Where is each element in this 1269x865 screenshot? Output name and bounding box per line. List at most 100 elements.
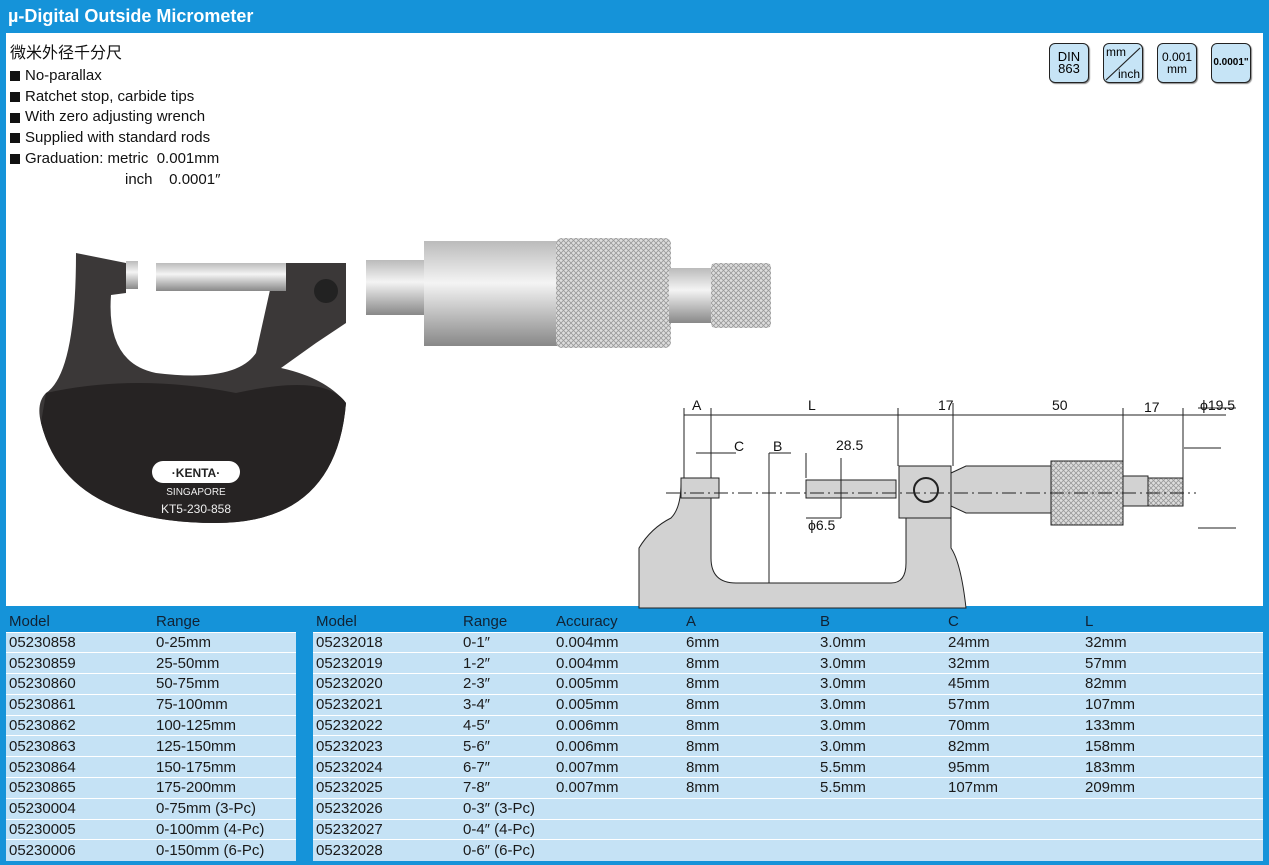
table-cell: 3.0mm [817,673,945,695]
table-cell: 0.005mm [553,673,683,695]
table-cell: 05232022 [313,714,460,736]
feature-text: Ratchet stop, carbide tips [25,87,195,105]
table-cell: 0-25mm [153,631,296,653]
table-cell: 107mm [945,777,1082,799]
table-cell: 3.0mm [817,735,945,757]
feature-list: No-parallax Ratchet stop, carbide tips W… [10,66,220,190]
table-cell: 82mm [1082,673,1263,695]
table-cell: 0.006mm [553,735,683,757]
table-cell: 8mm [683,714,817,736]
table-cell: 0-150mm (6-Pc) [153,839,296,861]
chinese-title: 微米外径千分尺 [10,45,123,62]
table-cell: 175-200mm [153,777,296,799]
table-cell [817,818,945,840]
table-cell: 158mm [1082,735,1263,757]
table-cell [945,797,1082,820]
table-cell: 2-3″ [460,673,553,695]
table-cell: 05232024 [313,756,460,778]
table-cell [553,797,683,820]
feature-item: With zero adjusting wrench [10,107,220,128]
table-cell: 0.004mm [553,652,683,674]
table-cell: 0.007mm [553,756,683,778]
table-cell [683,839,817,861]
table-cell [817,839,945,861]
dim-c: C [734,438,744,454]
table-cell: 6-7″ [460,756,553,778]
bullet-icon [10,154,20,165]
bullet-icon [10,71,20,82]
table-cell: 05230004 [6,797,153,820]
table-cell: 05232027 [313,818,460,840]
svg-text:KT5-230-858: KT5-230-858 [161,502,231,516]
feature-item: Supplied with standard rods [10,128,220,149]
bullet-icon [10,92,20,103]
dim-17a: 17 [938,397,954,413]
table-cell: 05230858 [6,631,153,653]
table-cell: 82mm [945,735,1082,757]
table-cell: 57mm [1082,652,1263,674]
dim-28-5: 28.5 [836,437,863,453]
table-cell: 25-50mm [153,652,296,674]
table-cell: 0.007mm [553,777,683,799]
feature-item: Graduation: metric 0.001mm [10,149,220,170]
table-cell: 32mm [1082,631,1263,653]
table-cell: 0-100mm (4-Pc) [153,818,296,840]
table-cell: 50-75mm [153,673,296,695]
table-cell: 4-5″ [460,714,553,736]
table-cell [945,839,1082,861]
table-cell: 05230863 [6,735,153,757]
table-cell: 0-75mm (3-Pc) [153,797,296,820]
table-cell: 0.006mm [553,714,683,736]
table-cell: 05232019 [313,652,460,674]
table-cell: 133mm [1082,714,1263,736]
table-cell: 57mm [945,693,1082,716]
table-cell: 183mm [1082,756,1263,778]
table-cell: 05230864 [6,756,153,778]
graduation-inch: inch 0.0001″ [125,170,221,188]
table-cell: 05230865 [6,777,153,799]
table-cell: 05230861 [6,693,153,716]
table-cell: 05230862 [6,714,153,736]
kenta-logo [152,461,240,483]
table-cell: 5.5mm [817,777,945,799]
table-cell [683,818,817,840]
table-cell: 05232023 [313,735,460,757]
table-cell: 3.0mm [817,693,945,716]
table-cell: 0-4″ (4-Pc) [460,818,553,840]
micrometer-photo: ·KENTA· SINGAPORE KT5-230-858 [39,238,771,523]
bullet-icon [10,112,20,123]
table-cell: 150-175mm [153,756,296,778]
table-cell: 8mm [683,673,817,695]
table-cell: 05232021 [313,693,460,716]
table-cell: 70mm [945,714,1082,736]
table-cell: 5-6″ [460,735,553,757]
table-cell: 0-3″ (3-Pc) [460,797,553,820]
table-cell: 05232025 [313,777,460,799]
table-cell: 6mm [683,631,817,653]
table-cell: 05230859 [6,652,153,674]
table-cell: 45mm [945,673,1082,695]
table-cell: 0-6″ (6-Pc) [460,839,553,861]
table-cell: 3.0mm [817,631,945,653]
table-cell: 75-100mm [153,693,296,716]
dimension-diagram: A L 17 50 17 ϕ19.5 C B 28.5 ϕ6.5 [638,397,1236,609]
table-cell: 8mm [683,735,817,757]
dim-phi19-5: ϕ19.5 [1200,397,1235,413]
